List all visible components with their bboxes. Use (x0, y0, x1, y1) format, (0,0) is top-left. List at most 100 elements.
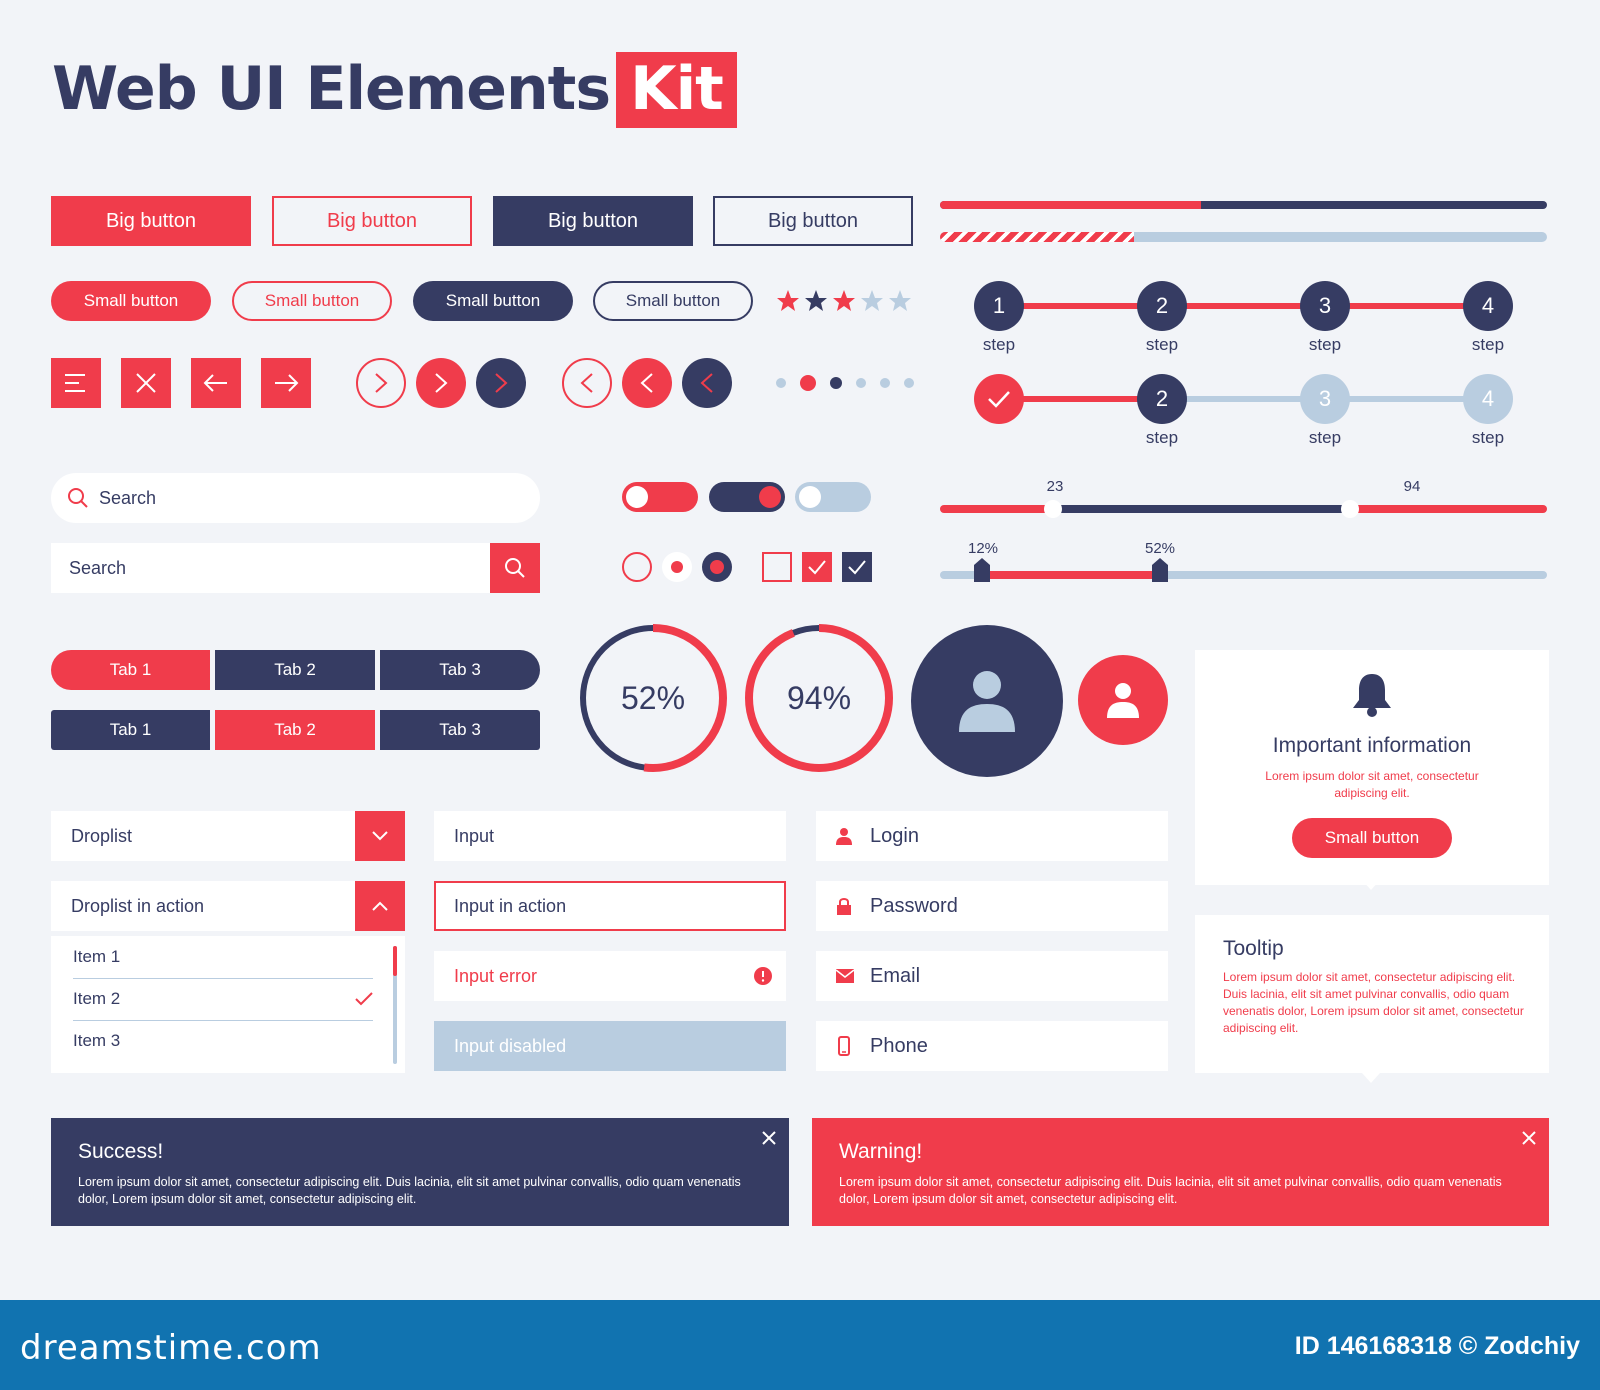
range-slider-track[interactable] (940, 500, 1547, 518)
droplist-open[interactable]: Droplist in action (51, 881, 405, 931)
big-button-red[interactable]: Big button (51, 196, 251, 246)
droplist-scrollbar[interactable] (393, 946, 397, 1064)
big-button-navy[interactable]: Big button (493, 196, 693, 246)
small-button-navy-outline[interactable]: Small button (593, 281, 753, 321)
prev-circle-outline-button[interactable] (562, 358, 612, 408)
carousel-dot[interactable] (800, 375, 816, 391)
toggle-off-red[interactable] (622, 482, 698, 512)
login-field[interactable]: Login (816, 811, 1168, 861)
percent-slider-handle-right[interactable] (1152, 558, 1168, 582)
stepper-line (998, 303, 1488, 309)
step-4[interactable]: 4 (1463, 281, 1513, 331)
toggle-knob (759, 486, 781, 508)
percent-slider-handle-left[interactable] (974, 558, 990, 582)
chevron-right-icon (435, 373, 448, 393)
next-circle-red-button[interactable] (416, 358, 466, 408)
droplist-toggle[interactable] (355, 811, 405, 861)
radio-checked-light[interactable] (662, 552, 692, 582)
star-icon[interactable] (860, 289, 884, 313)
small-button-red-outline[interactable]: Small button (232, 281, 392, 321)
next-circle-navy-button[interactable] (476, 358, 526, 408)
chevron-up-icon (372, 901, 388, 911)
search-pill[interactable]: Search (51, 473, 540, 523)
carousel-dot[interactable] (856, 378, 866, 388)
star-icon[interactable] (776, 289, 800, 313)
tab-1[interactable]: Tab 1 (51, 710, 210, 750)
success-alert: Success! Lorem ipsum dolor sit amet, con… (51, 1118, 789, 1226)
radio-checked-navy[interactable] (702, 552, 732, 582)
close-icon[interactable] (761, 1130, 777, 1146)
login-input[interactable]: Login (870, 824, 919, 847)
prev-circle-navy-button[interactable] (682, 358, 732, 408)
step-4-pending[interactable]: 4 (1463, 374, 1513, 424)
checkbox-checked-red[interactable] (802, 552, 832, 582)
prev-circle-red-button[interactable] (622, 358, 672, 408)
tab-2-active[interactable]: Tab 2 (215, 710, 375, 750)
carousel-dot[interactable] (830, 377, 842, 389)
star-icon[interactable] (832, 289, 856, 313)
input-field[interactable]: Input (434, 811, 786, 861)
carousel-dot[interactable] (880, 378, 890, 388)
next-circle-outline-button[interactable] (356, 358, 406, 408)
info-card-title: Important information (1272, 734, 1472, 757)
big-button-red-outline[interactable]: Big button (272, 196, 472, 246)
step-1[interactable]: 1 (974, 281, 1024, 331)
toggle-on-navy[interactable] (709, 482, 785, 512)
carousel-dot[interactable] (904, 378, 914, 388)
search-input[interactable]: Search (69, 557, 127, 578)
password-field[interactable]: Password (816, 881, 1168, 931)
phone-field[interactable]: Phone (816, 1021, 1168, 1071)
phone-input[interactable]: Phone (870, 1034, 928, 1057)
step-completed[interactable] (974, 374, 1024, 424)
email-input[interactable]: Email (870, 964, 921, 987)
info-card-button[interactable]: Small button (1292, 818, 1452, 858)
droplist-scrollbar-thumb[interactable] (393, 946, 397, 976)
droplist-toggle[interactable] (355, 881, 405, 931)
avatar-large[interactable] (911, 625, 1063, 777)
tab-2[interactable]: Tab 2 (215, 650, 375, 690)
password-input[interactable]: Password (870, 894, 958, 917)
email-field[interactable]: Email (816, 951, 1168, 1001)
chevron-left-icon (700, 373, 713, 393)
search-input[interactable]: Search (99, 487, 157, 508)
big-button-navy-outline[interactable]: Big button (713, 196, 913, 246)
percent-slider-track[interactable] (940, 558, 1547, 582)
user-icon (836, 828, 852, 845)
close-button[interactable] (121, 358, 171, 408)
droplist-item[interactable]: Item 3 (73, 1031, 121, 1050)
menu-icon (65, 374, 85, 392)
small-button-navy[interactable]: Small button (413, 281, 573, 321)
step-2-current[interactable]: 2 (1137, 374, 1187, 424)
step-3-pending[interactable]: 3 (1300, 374, 1350, 424)
input-field-error[interactable]: Input error (434, 951, 786, 1001)
search-input-box[interactable]: Search (51, 543, 491, 593)
droplist-item-selected[interactable]: Item 2 (73, 978, 373, 1021)
input-field-active[interactable]: Input in action (434, 881, 786, 931)
back-button[interactable] (191, 358, 241, 408)
forward-button[interactable] (261, 358, 311, 408)
tab-3[interactable]: Tab 3 (380, 650, 540, 690)
avatar-small[interactable] (1078, 655, 1168, 745)
step-3[interactable]: 3 (1300, 281, 1350, 331)
carousel-dot[interactable] (776, 378, 786, 388)
checkbox-checked-navy[interactable] (842, 552, 872, 582)
droplist-item[interactable]: Item 1 (73, 936, 373, 979)
menu-button[interactable] (51, 358, 101, 408)
radio-unchecked[interactable] (622, 552, 652, 582)
star-rating[interactable] (776, 289, 916, 315)
close-icon[interactable] (1521, 1130, 1537, 1146)
range-slider-handle-max[interactable] (1341, 500, 1359, 518)
tab-3[interactable]: Tab 3 (380, 710, 540, 750)
droplist[interactable]: Droplist (51, 811, 405, 861)
search-button[interactable] (490, 543, 540, 593)
star-icon[interactable] (804, 289, 828, 313)
checkbox-unchecked[interactable] (762, 552, 792, 582)
range-slider-handle-min[interactable] (1044, 500, 1062, 518)
progress-bar-striped-fill (940, 232, 1135, 242)
star-icon[interactable] (888, 289, 912, 313)
tab-1-active[interactable]: Tab 1 (51, 650, 210, 690)
toggle-disabled[interactable] (795, 482, 871, 512)
carousel-dots[interactable] (776, 373, 916, 393)
step-2[interactable]: 2 (1137, 281, 1187, 331)
small-button-red[interactable]: Small button (51, 281, 211, 321)
